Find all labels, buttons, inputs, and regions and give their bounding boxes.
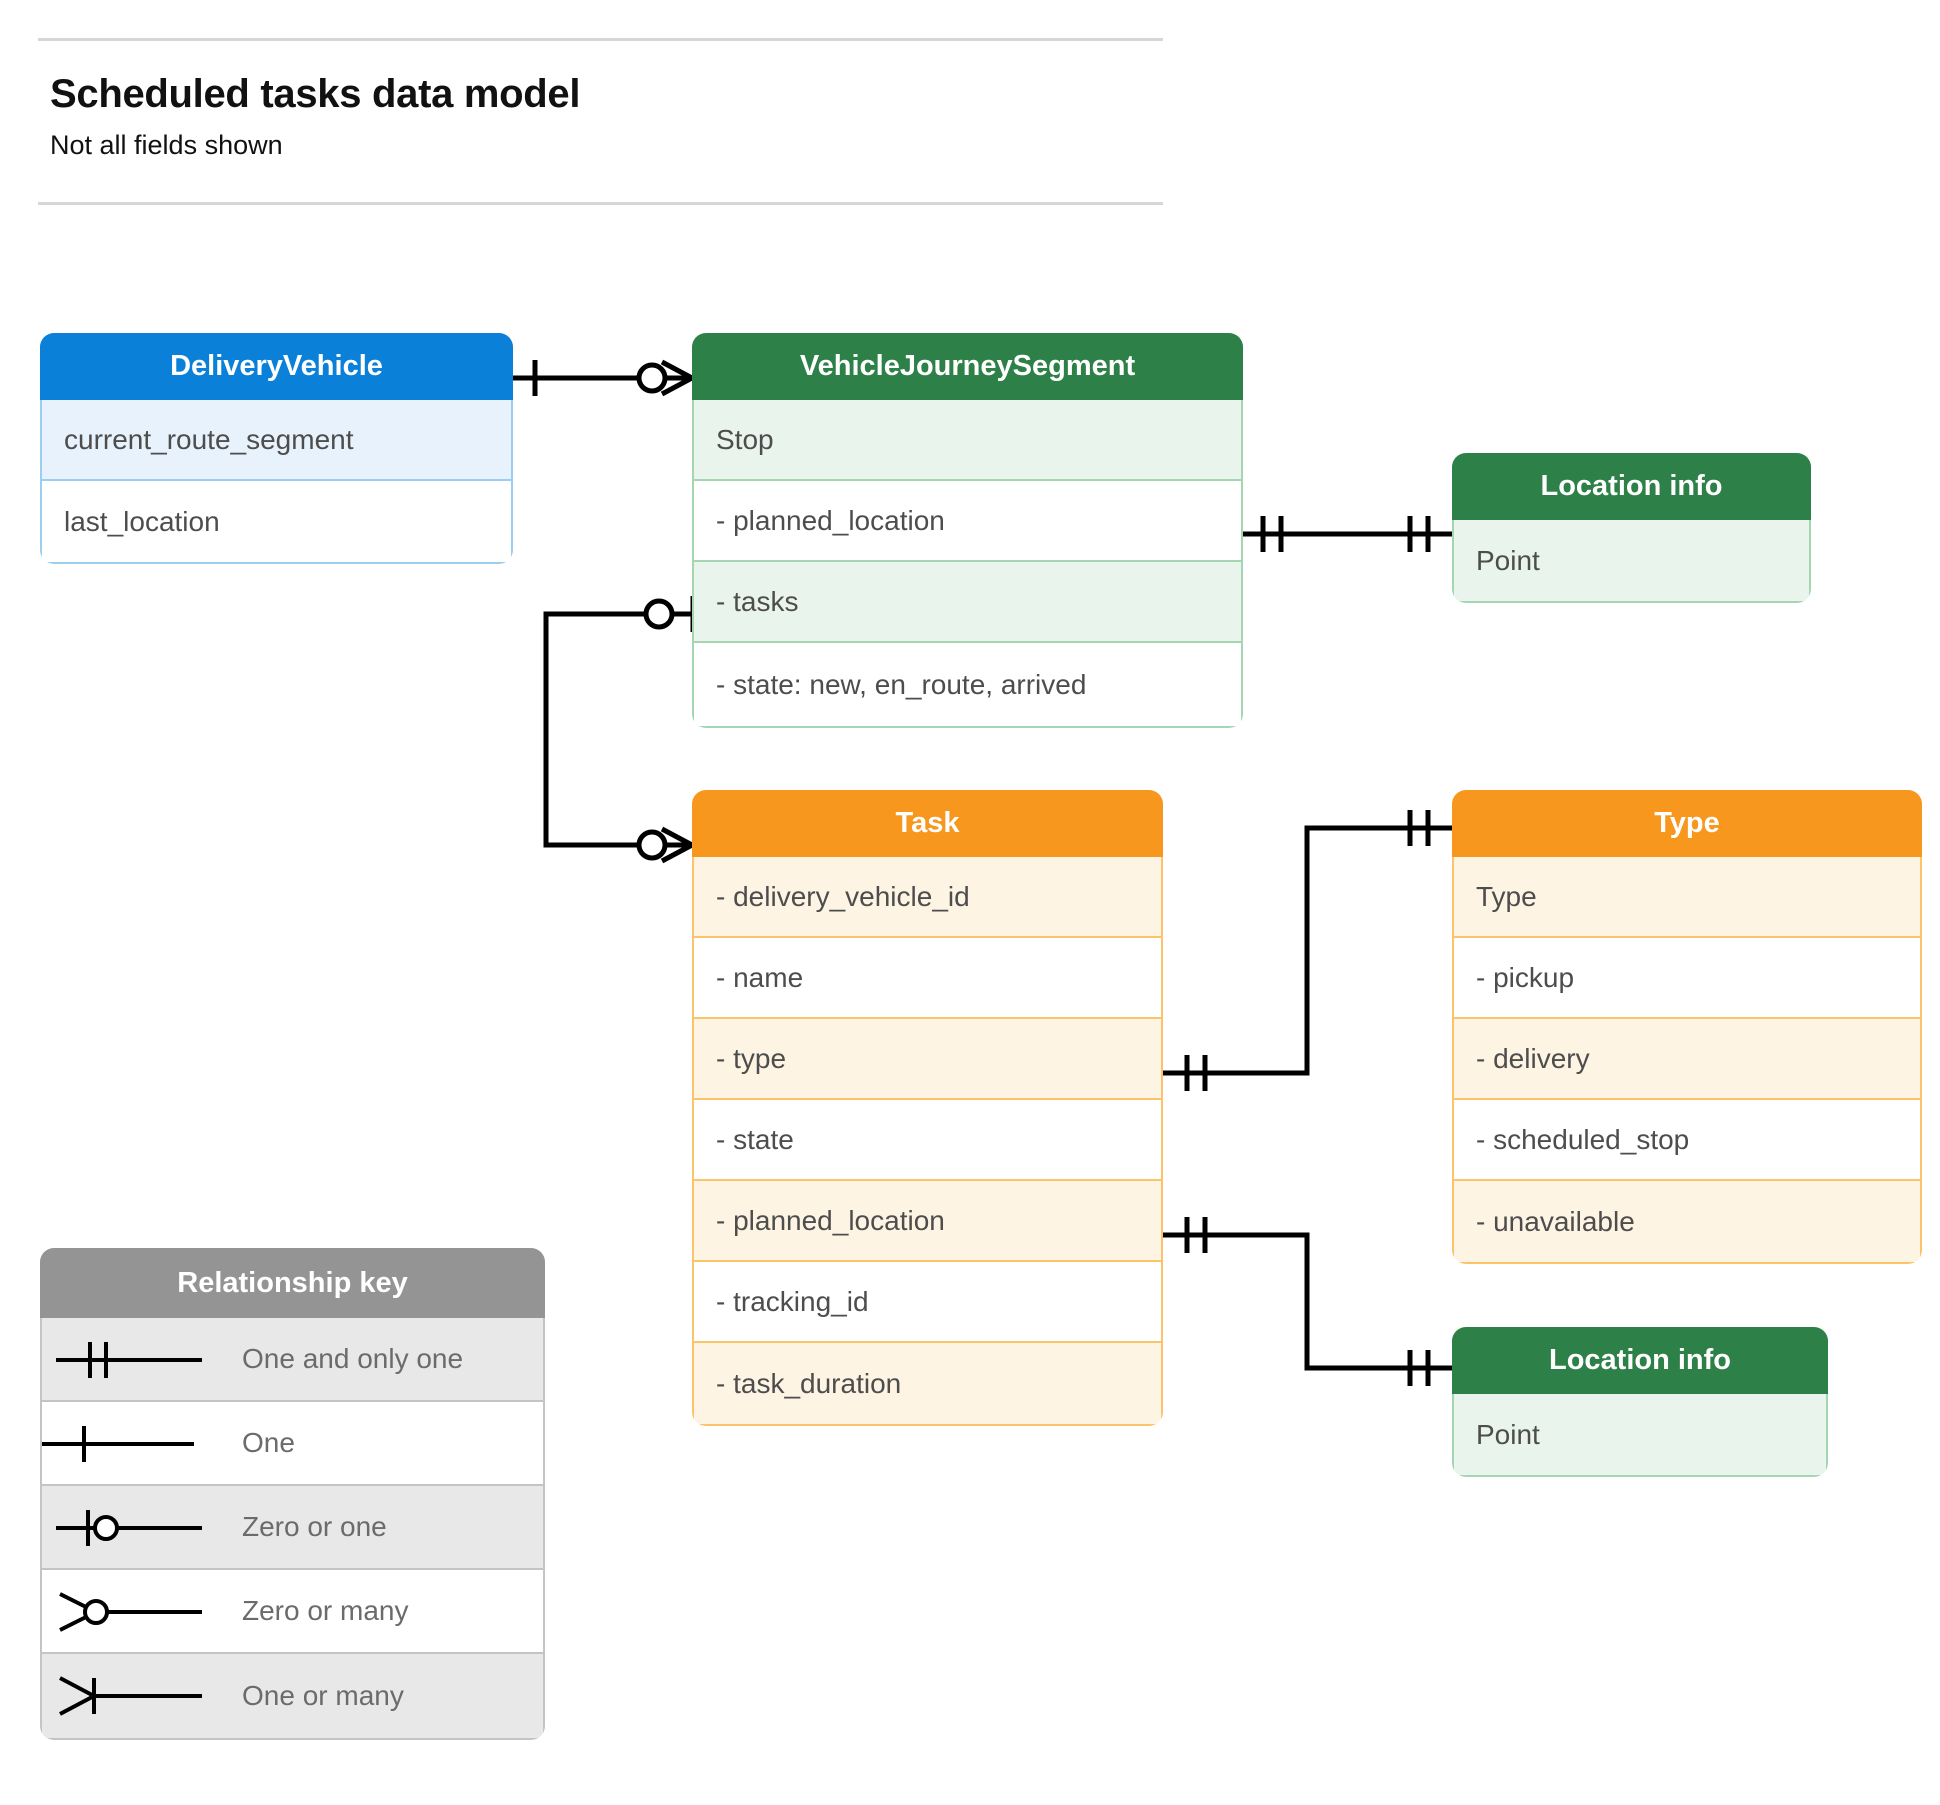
table-row[interactable]: - delivery [1454, 1019, 1920, 1100]
relationship-key-title: Relationship key [40, 1248, 545, 1318]
one-or-many-icon [42, 1654, 242, 1738]
entity-vehicle-journey-segment-title: VehicleJourneySegment [692, 333, 1243, 400]
zero-or-one-icon [42, 1486, 242, 1568]
legend-label: One or many [242, 1680, 404, 1711]
legend-label: Zero or one [242, 1511, 387, 1542]
table-row[interactable]: Point [1454, 520, 1809, 601]
entity-location-info-bottom-rows: Point [1452, 1394, 1828, 1477]
list-item[interactable]: One or many [42, 1654, 543, 1738]
table-row[interactable]: - tasks [694, 562, 1241, 643]
table-row[interactable]: - state: new, en_route, arrived [694, 643, 1241, 726]
entity-location-info-top[interactable]: Location info Point [1452, 453, 1811, 603]
table-row[interactable]: - state [694, 1100, 1161, 1181]
table-row[interactable]: - planned_location [694, 1181, 1161, 1262]
entity-location-info-bottom-title: Location info [1452, 1327, 1828, 1394]
relationship-key-legend[interactable]: Relationship key One and only one [40, 1248, 545, 1740]
entity-location-info-top-rows: Point [1452, 520, 1811, 603]
table-row[interactable]: Point [1454, 1394, 1826, 1475]
header-divider-bottom [38, 202, 1163, 205]
entity-delivery-vehicle-rows: current_route_segment last_location [40, 400, 513, 564]
table-row[interactable]: current_route_segment [42, 400, 511, 481]
list-item[interactable]: One [42, 1402, 543, 1486]
one-icon [42, 1402, 242, 1484]
entity-location-info-top-title: Location info [1452, 453, 1811, 520]
entity-task-title: Task [692, 790, 1163, 857]
legend-label: One [242, 1427, 295, 1458]
table-row[interactable]: - name [694, 938, 1161, 1019]
entity-type-rows: Type - pickup - delivery - scheduled_sto… [1452, 857, 1922, 1264]
entity-vehicle-journey-segment[interactable]: VehicleJourneySegment Stop - planned_loc… [692, 333, 1243, 728]
page-subtitle: Not all fields shown [50, 130, 283, 160]
header-divider-top [38, 38, 1163, 41]
table-row[interactable]: last_location [42, 481, 511, 562]
table-row[interactable]: Type [1454, 857, 1920, 938]
table-row[interactable]: - task_duration [694, 1343, 1161, 1424]
entity-task[interactable]: Task - delivery_vehicle_id - name - type… [692, 790, 1163, 1426]
entity-type-title: Type [1452, 790, 1922, 857]
table-row[interactable]: - type [694, 1019, 1161, 1100]
entity-task-rows: - delivery_vehicle_id - name - type - st… [692, 857, 1163, 1426]
table-row[interactable]: - tracking_id [694, 1262, 1161, 1343]
legend-label: Zero or many [242, 1595, 409, 1626]
table-row[interactable]: - pickup [1454, 938, 1920, 1019]
table-row[interactable]: - delivery_vehicle_id [694, 857, 1161, 938]
table-row[interactable]: - planned_location [694, 481, 1241, 562]
table-row[interactable]: Stop [694, 400, 1241, 481]
entity-delivery-vehicle[interactable]: DeliveryVehicle current_route_segment la… [40, 333, 513, 564]
list-item[interactable]: Zero or many [42, 1570, 543, 1654]
list-item[interactable]: Zero or one [42, 1486, 543, 1570]
one-and-only-one-icon [42, 1318, 242, 1400]
entity-type[interactable]: Type Type - pickup - delivery - schedule… [1452, 790, 1922, 1264]
page-title: Scheduled tasks data model [50, 72, 581, 116]
table-row[interactable]: - unavailable [1454, 1181, 1920, 1262]
entity-delivery-vehicle-title: DeliveryVehicle [40, 333, 513, 400]
list-item[interactable]: One and only one [42, 1318, 543, 1402]
zero-or-many-icon [42, 1570, 242, 1652]
entity-vehicle-journey-segment-rows: Stop - planned_location - tasks - state:… [692, 400, 1243, 728]
entity-location-info-bottom[interactable]: Location info Point [1452, 1327, 1828, 1477]
table-row[interactable]: - scheduled_stop [1454, 1100, 1920, 1181]
legend-label: One and only one [242, 1343, 464, 1374]
relationship-key-rows: One and only one One [40, 1318, 545, 1740]
